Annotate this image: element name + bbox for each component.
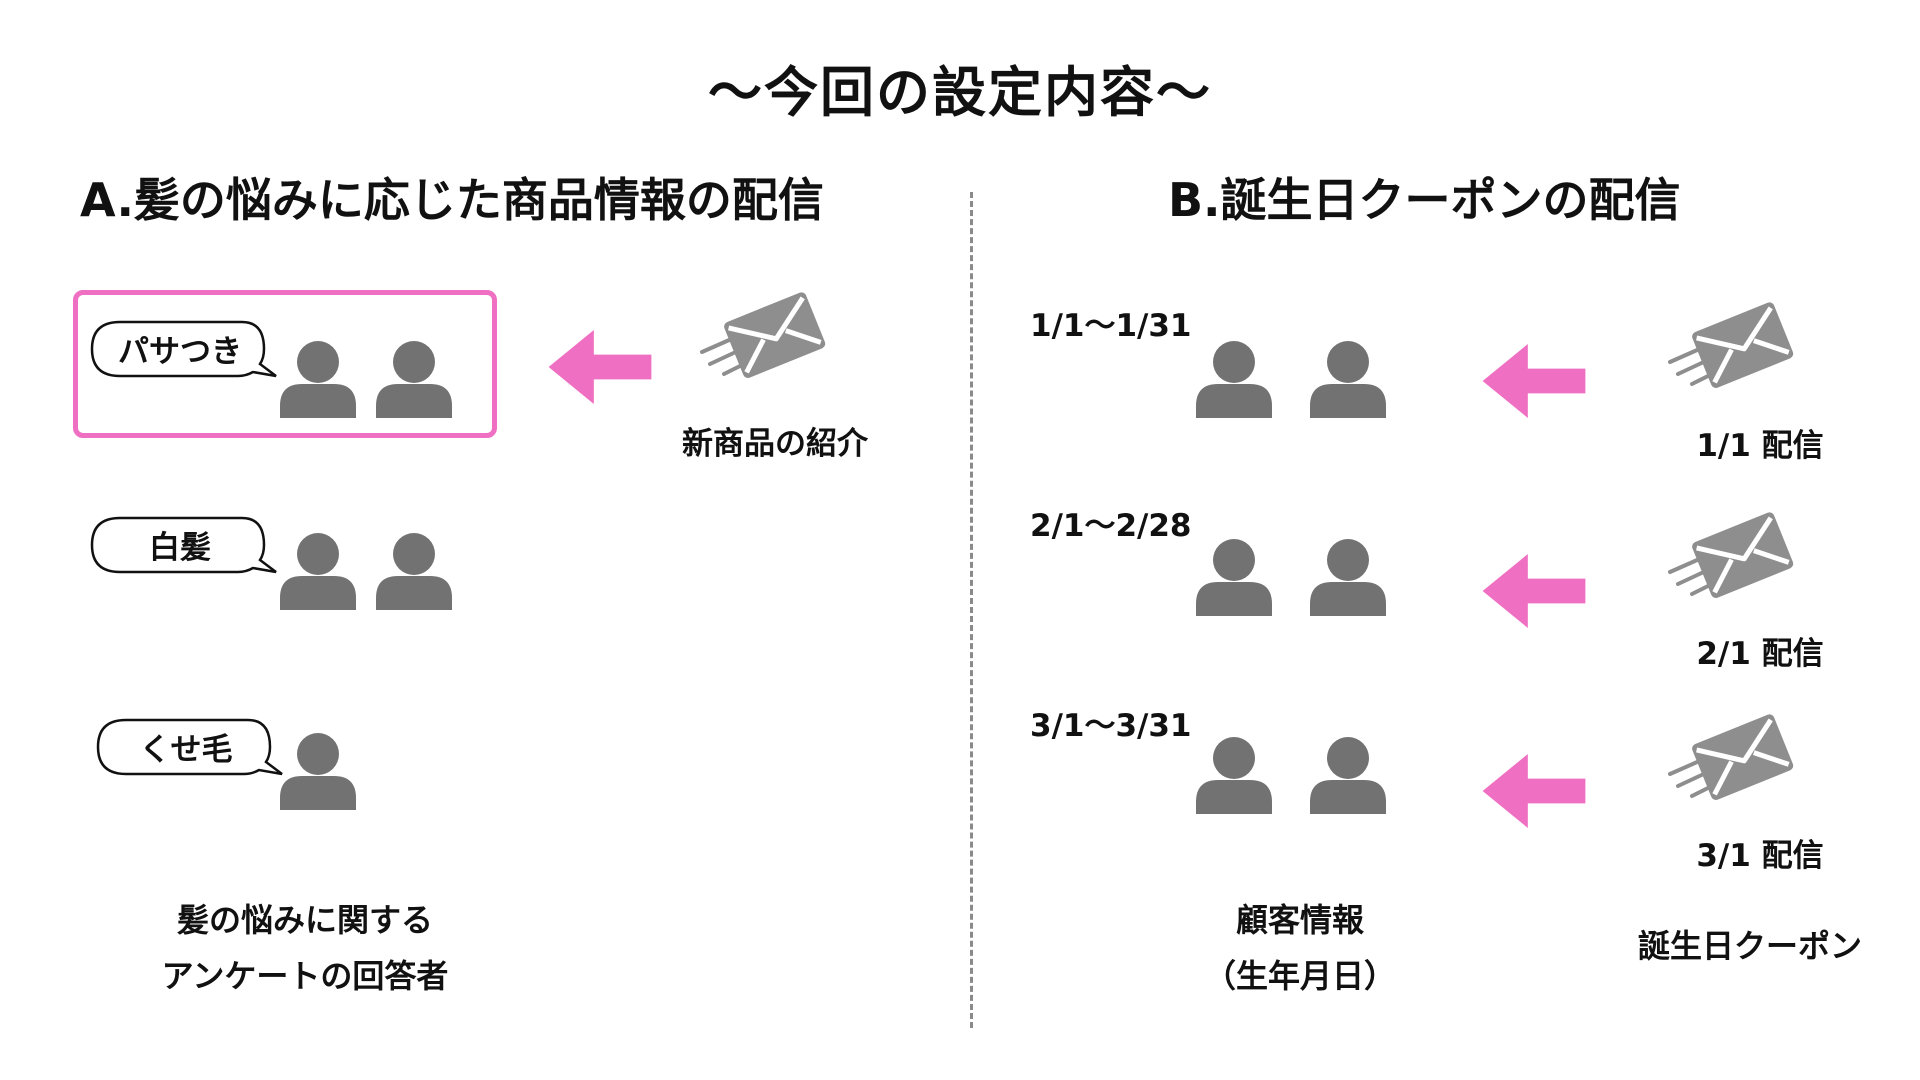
mail-icon [1666,300,1796,400]
section-a-heading: A.髪の悩みに応じた商品情報の配信 [80,173,824,227]
person-icon [1308,536,1388,616]
date-range-3: 3/1〜3/31 [1030,708,1192,744]
section-b-caption-right: 誕生日クーポン [1637,927,1862,965]
person-icon [1308,734,1388,814]
person-icon [278,338,358,418]
caption-customer-info: 顧客情報 [1235,901,1364,939]
send-date-3: 3/1 配信 [1696,838,1824,874]
mail-icon [1666,510,1796,610]
page-title: 〜今回の設定内容〜 [708,61,1212,124]
date-range-2: 2/1〜2/28 [1030,508,1192,544]
person-icon [278,530,358,610]
mail-label-new-product: 新商品の紹介 [682,426,868,462]
section-divider [970,192,973,1028]
person-icon [1194,536,1274,616]
speech-bubble-kusege [96,718,283,776]
send-date-2: 2/1 配信 [1696,636,1824,672]
highlighted-group-frame [73,290,497,438]
caption-birthdate: （生年月日） [1203,957,1396,995]
person-icon [1194,734,1274,814]
person-icon [374,338,454,418]
caption-line-2: アンケートの回答者 [161,957,449,995]
arrow-left-icon [1482,344,1586,418]
tag-kusege: くせ毛 [139,732,233,768]
person-icon [374,530,454,610]
speech-bubble-pasatsuki [90,320,277,378]
section-b-heading: B.誕生日クーポンの配信 [1168,173,1681,227]
caption-line-1: 髪の悩みに関する [176,901,433,939]
section-a-caption: 髪の悩みに関する アンケートの回答者 [110,892,500,1004]
speech-bubble-shiraga [90,516,277,574]
mail-icon [698,290,828,390]
person-icon [1194,338,1274,418]
tag-pasatsuki: パサつき [118,334,242,370]
mail-icon [1666,712,1796,812]
person-icon [1308,338,1388,418]
arrow-left-icon [548,330,652,404]
arrow-left-icon [1482,754,1586,828]
date-range-1: 1/1〜1/31 [1030,308,1192,344]
arrow-left-icon [1482,554,1586,628]
person-icon [278,730,358,810]
send-date-1: 1/1 配信 [1696,428,1824,464]
tag-shiraga: 白髪 [149,530,211,566]
section-b-caption-left: 顧客情報 （生年月日） [1160,892,1440,1004]
